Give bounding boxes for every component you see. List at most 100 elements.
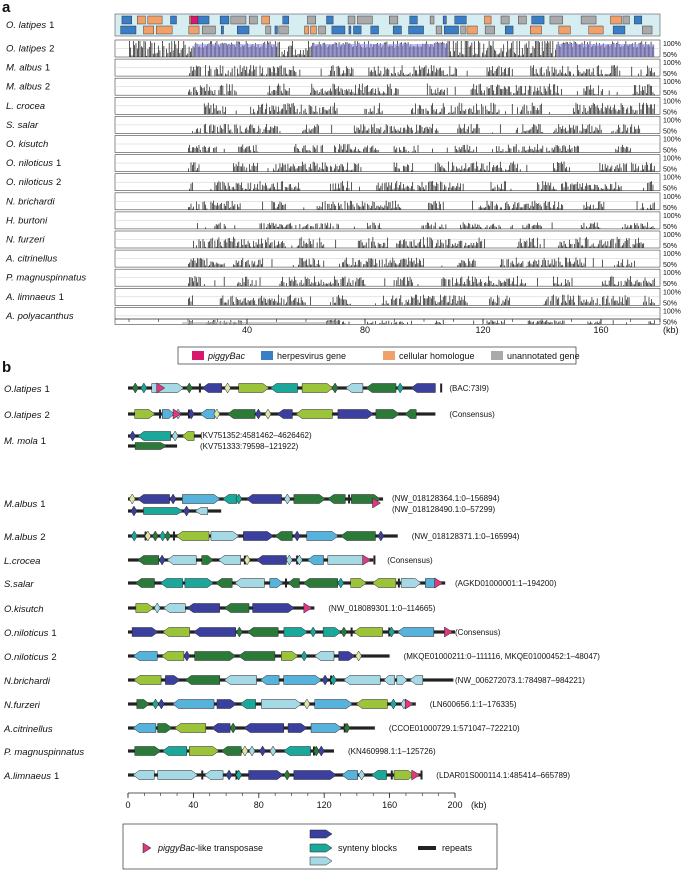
coverage-bar [225,226,226,229]
coverage-bar [599,240,601,248]
small-gene [130,530,138,542]
coverage-bar [344,276,346,287]
coverage-bar [523,241,525,248]
coverage-bar [450,303,452,306]
coverage-bar [369,71,371,77]
coverage-bar [603,283,605,287]
coverage-bar [347,202,348,210]
coverage-bar [399,207,400,210]
coverage-bar [282,54,284,57]
coverage-bar [618,109,619,115]
coverage-bar [319,264,321,268]
coverage-bar [287,90,289,96]
coverage-bar [189,320,191,325]
coverage-bar [299,257,301,268]
coverage-bar [302,148,303,153]
coverage-bar [188,168,189,172]
coverage-bar [199,241,201,248]
coverage-bar [391,298,392,306]
coverage-bar [142,47,143,57]
coverage-bar [594,246,595,248]
coverage-bar [648,84,650,96]
coverage-bar [542,93,544,96]
coverage-bar [448,112,449,115]
coverage-bar [343,299,345,306]
coverage-bar [369,225,371,229]
coverage-bar [237,299,238,306]
coverage-bar [502,88,504,96]
coverage-bar [562,125,564,134]
pct-100-label: 100% [663,308,681,315]
coverage-bar [592,131,594,134]
coverage-bar [405,241,407,248]
coverage-bar [429,85,431,96]
coverage-bar [546,320,548,325]
coverage-bar [588,227,590,229]
coverage-bar [230,90,232,96]
coverage-bar [314,259,315,268]
coverage-bar [251,165,253,172]
coverage-bar [312,226,314,229]
coverage-bar [359,150,360,153]
coverage-bar [440,181,441,191]
coverage-bar [424,127,425,134]
species-label: S.salar [4,579,34,590]
coverage-bar [527,320,529,325]
coverage-bar [190,301,192,306]
synteny-arrow [283,746,311,756]
coverage-bar [618,185,619,191]
coverage-bar [392,130,394,134]
legend-synteny-label: synteny blocks [338,843,398,853]
gene-block [500,15,510,25]
coverage-bar [534,259,536,268]
coverage-bar [404,239,406,248]
coverage-bar [531,53,532,57]
coverage-bar [461,297,463,306]
coverage-bar [403,72,404,77]
coverage-bar [522,246,524,248]
coverage-bar [448,187,449,191]
coverage-bar [209,146,210,153]
coverage-bar [323,244,325,248]
coverage-bar [413,260,415,268]
coverage-bar [291,187,293,191]
coverage-bar [590,132,591,134]
coverage-bar [411,170,412,172]
coverage-bar [413,66,415,77]
coverage-bar [243,166,245,172]
coverage-bar [588,89,590,96]
coverage-bar [247,240,249,248]
gene-map-row: A.citrinellus(CCOE01000729.1:571047–7222… [3,722,520,735]
coverage-bar [457,106,459,115]
coverage-bar [460,169,461,172]
small-gene [130,505,138,517]
coverage-bar [437,321,439,325]
coverage-bar [652,323,654,325]
coverage-bar [227,91,229,96]
coverage-bar [292,189,294,191]
coverage-bar [422,236,424,248]
coverage-bar [499,281,501,287]
coverage-bar [521,243,522,248]
coverage-bar [586,201,587,210]
coverage-bar [565,72,566,77]
coverage-bar [500,48,502,57]
coverage-bar [312,111,314,115]
coverage-bar [245,148,246,153]
coverage-bar [364,245,366,248]
coverage-bar [557,277,558,287]
coverage-bar [511,68,513,77]
coverage-bar [253,108,254,115]
gene-block [588,25,604,35]
coverage-bar [211,112,213,115]
coverage-bar [438,302,440,306]
synteny-arrow [269,578,284,588]
coverage-bar [331,124,333,134]
coverage-bar [499,124,501,134]
coverage-bar [643,187,645,191]
coverage-bar [384,66,386,77]
coverage-bar [623,163,625,172]
coverage-bar [493,90,495,96]
coverage-bar [214,240,216,248]
coverage-bar [380,323,382,325]
